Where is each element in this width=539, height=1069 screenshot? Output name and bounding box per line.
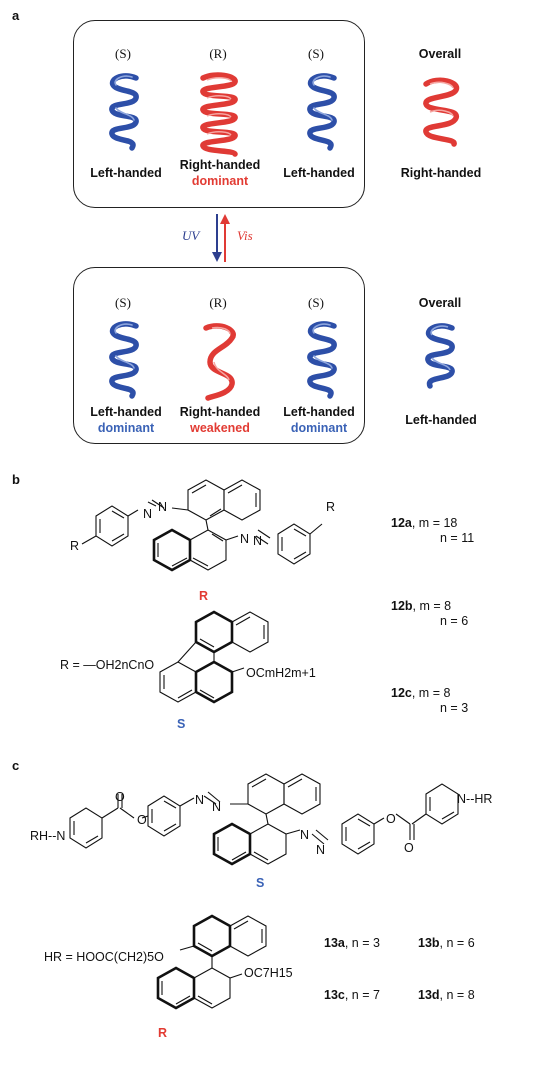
compound-12c-n: n = 3: [440, 701, 469, 715]
c-ester-o-right: O: [386, 812, 396, 826]
uv-label: UV: [182, 228, 200, 243]
b-azo-n-right: N: [240, 532, 250, 546]
bottom-helix-label-3: Left-handed: [283, 405, 355, 419]
bottom-overall-heading: Overall: [418, 296, 462, 310]
top-helix-label-1: Left-handed: [90, 166, 162, 180]
bottom-blue-helix-2: [307, 321, 337, 399]
binaphthyl-diether-structure: [159, 610, 269, 704]
bottom-config-label-1: (S): [115, 295, 131, 310]
top-helix-box: [73, 20, 365, 208]
bottom-red-helix: [203, 323, 236, 401]
top-blue-helix-2: [307, 73, 337, 151]
c-ester-o-left: O: [115, 790, 125, 804]
b-substituent-r-right: R: [326, 500, 336, 514]
compound-12b-n: n = 6: [440, 614, 469, 628]
compound-12a: 12a, m = 18: [391, 516, 458, 530]
c-oc7-label: OC7H15: [244, 966, 293, 980]
top-helix-label-3: Left-handed: [283, 166, 355, 180]
bottom-sub-label-1: dominant: [97, 421, 155, 435]
top-blue-helix-1: [109, 73, 139, 151]
top-overall-heading: Overall: [418, 47, 462, 61]
top-dominant-label: dominant: [191, 174, 249, 188]
bottom-overall-blue-helix: [425, 323, 455, 389]
compound-13d: 13d, n = 8: [418, 988, 475, 1002]
c-azo-n-left-2: N: [212, 800, 222, 814]
hr-binaphthyl-structure: [156, 914, 267, 1010]
top-helix-label-4: Right-handed: [400, 166, 482, 180]
bottom-helix-label-2: Right-handed: [179, 405, 261, 419]
top-helix-label-2: Right-handed: [179, 158, 261, 172]
vis-label: Vis: [237, 228, 253, 243]
c-azo-n-right-2: N: [316, 843, 326, 857]
compound-12b: 12b, m = 8: [391, 599, 452, 613]
top-red-helix: [200, 72, 238, 157]
uv-vis-arrows: [212, 214, 230, 262]
bottom-helix-label-4: Left-handed: [405, 413, 477, 427]
b-azo-n-left: N: [143, 507, 153, 521]
top-overall-red-helix: [423, 77, 460, 147]
compound-13c: 13c, n = 7: [324, 988, 380, 1002]
top-config-label-1: (S): [115, 46, 131, 61]
b-substituent-r-left: R: [70, 539, 80, 553]
c-n-hr-label: N--HR: [457, 792, 493, 806]
b-r-definition: R = —OH2nCnO: [60, 658, 155, 672]
b-stereo-label-top: R: [199, 589, 209, 603]
compound-13a: 13a, n = 3: [324, 936, 380, 950]
bottom-config-label-3: (S): [308, 295, 324, 310]
azo-binaphthyl-structure-b: [81, 479, 323, 572]
bottom-helix-box: [73, 267, 365, 444]
compound-13b: 13b, n = 6: [418, 936, 475, 950]
bottom-blue-helix-1: [109, 321, 139, 399]
compound-12a-n: n = 11: [440, 531, 475, 545]
c-rh-n-label: RH--N: [30, 829, 66, 843]
c-azo-n-right: N: [300, 828, 310, 842]
top-config-label-3: (S): [308, 46, 324, 61]
bottom-config-label-2: (R): [209, 295, 227, 310]
c-ester-o-right-2: O: [404, 841, 414, 855]
b-oc-label: OCmH2m+1: [246, 666, 316, 680]
c-azo-n-left: N: [195, 793, 205, 807]
panel-b-letter: b: [12, 472, 20, 487]
top-config-label-2: (R): [209, 46, 227, 61]
bottom-helix-label-1: Left-handed: [90, 405, 162, 419]
c-stereo-label-bottom: R: [158, 1026, 168, 1040]
c-ester-o-left-2: O: [137, 813, 147, 827]
pyridinium-azo-binaphthyl-structure: [69, 773, 459, 866]
b-stereo-label-bottom: S: [177, 717, 186, 731]
c-hr-definition: HR = HOOC(CH2)5O: [44, 950, 164, 964]
panel-a-letter: a: [12, 8, 20, 23]
c-stereo-label-top: S: [256, 876, 265, 890]
bottom-sub-label-2: weakened: [190, 421, 250, 435]
b-azo-n-right-2: N: [253, 534, 263, 548]
compound-12c: 12c, m = 8: [391, 686, 451, 700]
b-azo-n-left-2: N: [158, 500, 168, 514]
panel-c-letter: c: [12, 758, 20, 773]
bottom-sub-label-3: dominant: [290, 421, 348, 435]
